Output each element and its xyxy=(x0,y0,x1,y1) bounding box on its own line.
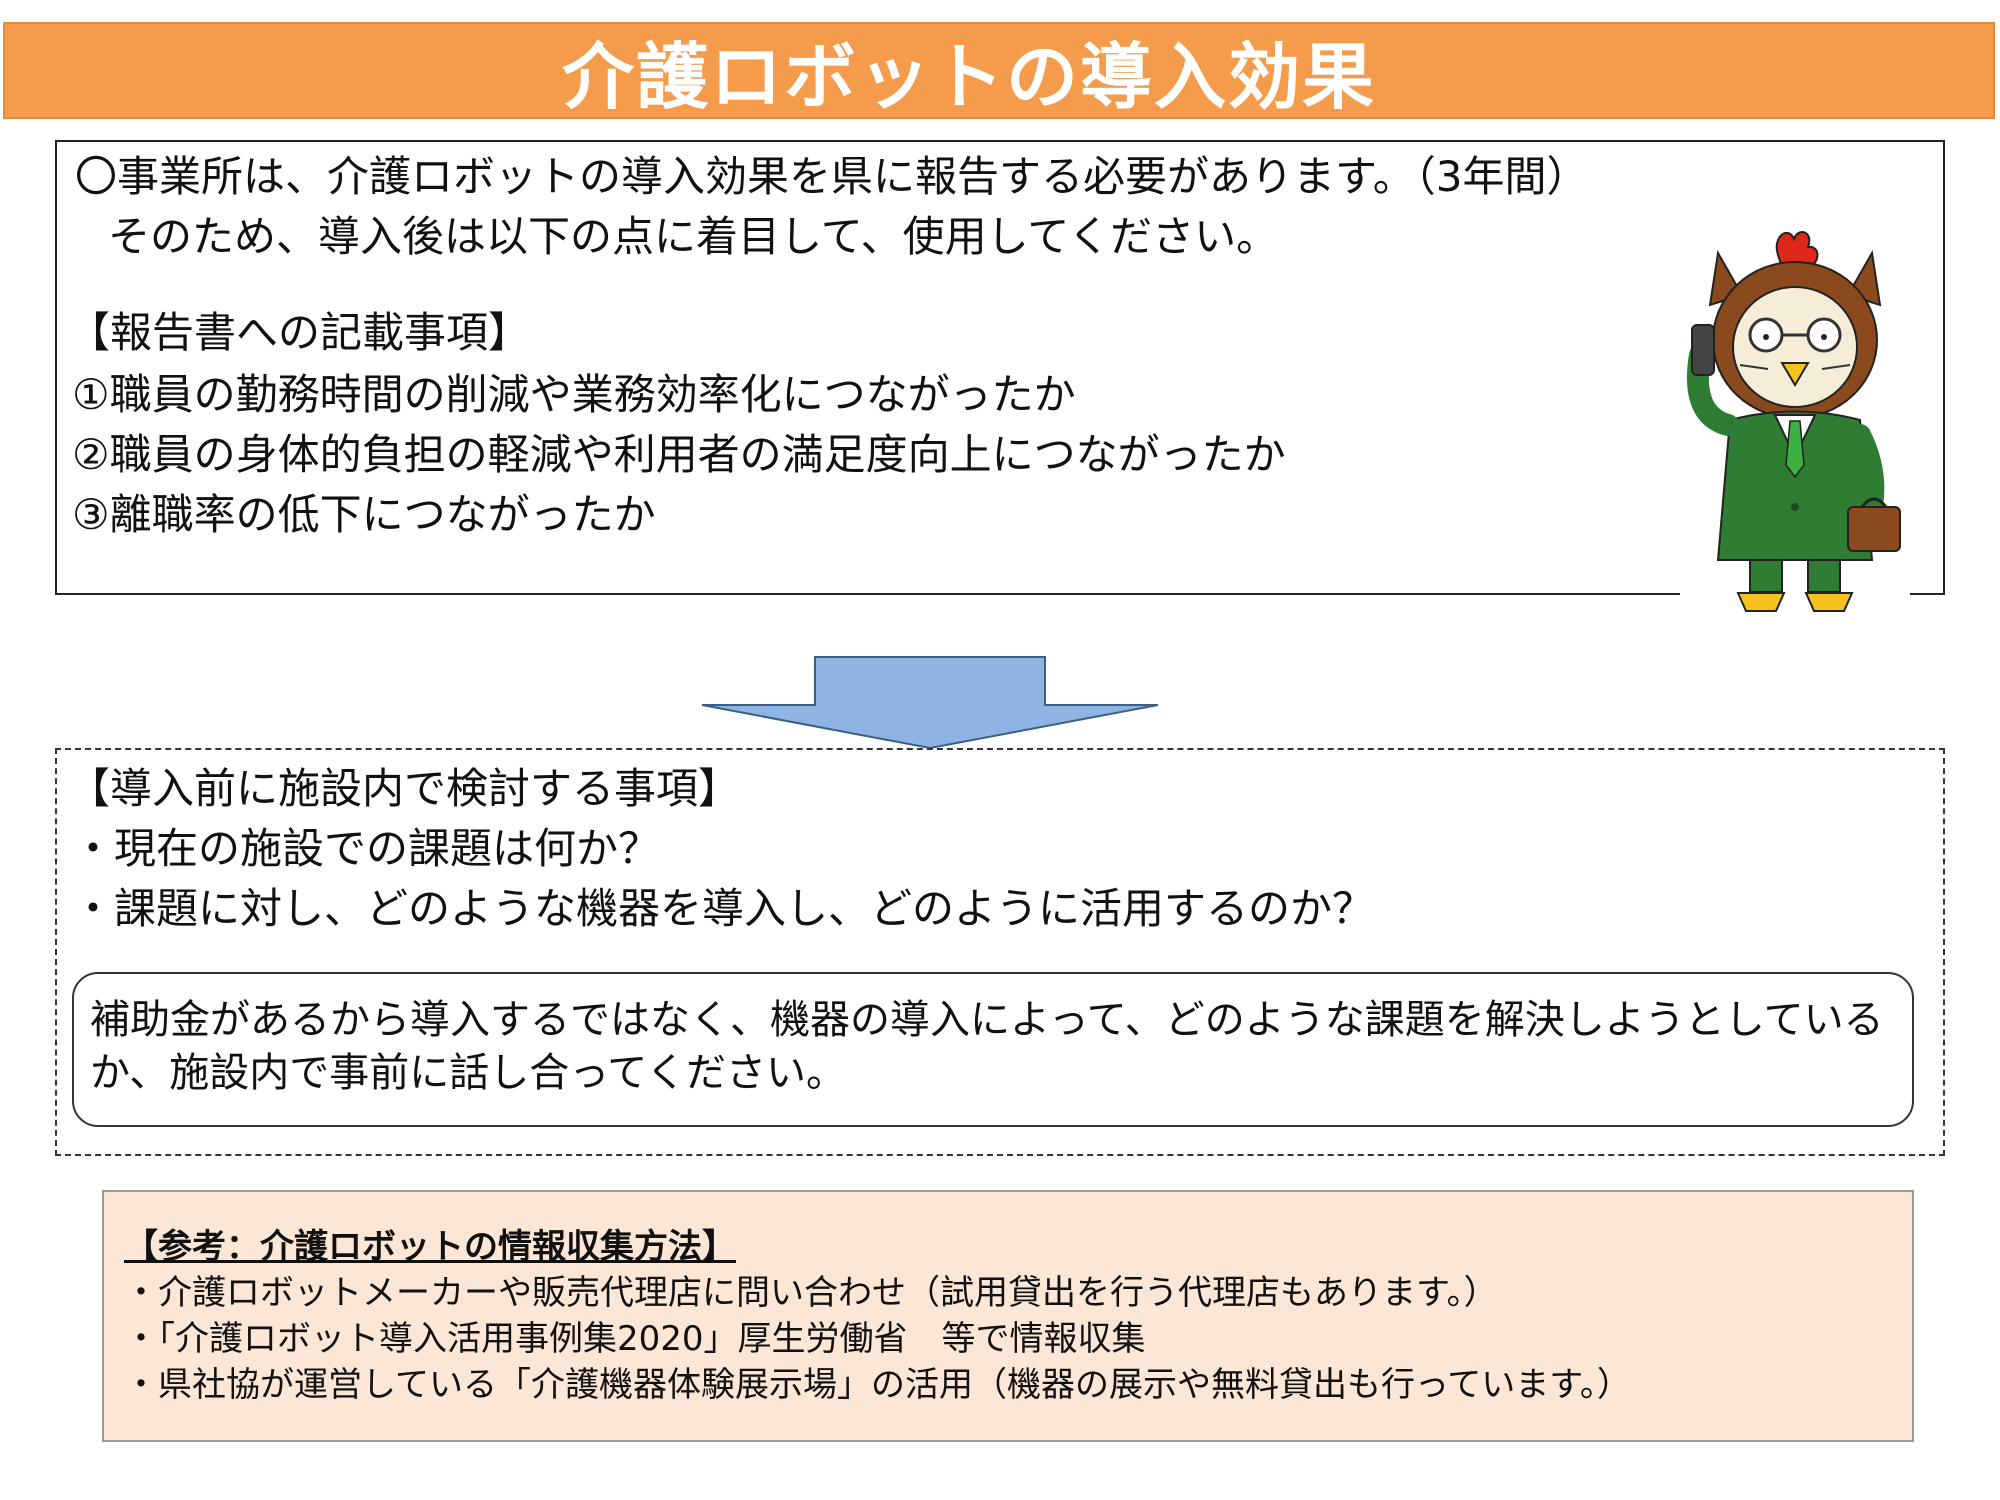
intro-line-1: 〇事業所は、介護ロボットの導入効果を県に報告する必要があります。（3年間） xyxy=(75,152,1589,201)
report-heading: 【報告書への記載事項】 xyxy=(68,308,531,357)
report-item-1: ①職員の勤務時間の削減や業務効率化につながったか xyxy=(72,370,1076,419)
down-arrow-icon xyxy=(700,655,1160,750)
reference-item-3: ・県社協が運営している「介護機器体験展示場」の活用（機器の展示や無料貸出も行って… xyxy=(124,1365,1631,1405)
reference-heading: 【参考：介護ロボットの情報収集方法】 xyxy=(124,1227,736,1267)
report-item-3: ③離職率の低下につながったか xyxy=(72,490,656,539)
intro-line-2: そのため、導入後は以下の点に着目して、使用してください。 xyxy=(108,212,1279,261)
review-heading: 【導入前に施設内で検討する事項】 xyxy=(68,764,741,813)
title-bar: 介護ロボットの導入効果 xyxy=(3,22,1995,119)
review-item-1: ・現在の施設での課題は何か？ xyxy=(72,824,661,873)
report-requirements-box xyxy=(55,140,1945,595)
reference-item-1: ・介護ロボットメーカーや販売代理店に問い合わせ（試用貸出を行う代理店もあります。… xyxy=(124,1273,1498,1313)
reference-box: 【参考：介護ロボットの情報収集方法】 ・介護ロボットメーカーや販売代理店に問い合… xyxy=(102,1190,1914,1442)
page-title: 介護ロボットの導入効果 xyxy=(561,35,1376,119)
report-item-2: ②職員の身体的負担の軽減や利用者の満足度向上につながったか xyxy=(72,430,1286,479)
advice-note-line-2: か、施設内で事前に話し合ってください。 xyxy=(90,1050,846,1096)
advice-note-line-1: 補助金があるから導入するではなく、機器の導入によって、どのような課題を解決しよう… xyxy=(90,997,1884,1043)
owl-mascot-icon xyxy=(1680,225,1910,625)
reference-item-2: ・「介護ロボット導入活用事例集2020」厚生労働省 等で情報収集 xyxy=(124,1319,1146,1359)
pre-introduction-review-box xyxy=(55,748,1945,1156)
review-item-2: ・課題に対し、どのような機器を導入し、どのように活用するのか？ xyxy=(72,884,1375,933)
advice-note-box: 補助金があるから導入するではなく、機器の導入によって、どのような課題を解決しよう… xyxy=(72,972,1914,1127)
